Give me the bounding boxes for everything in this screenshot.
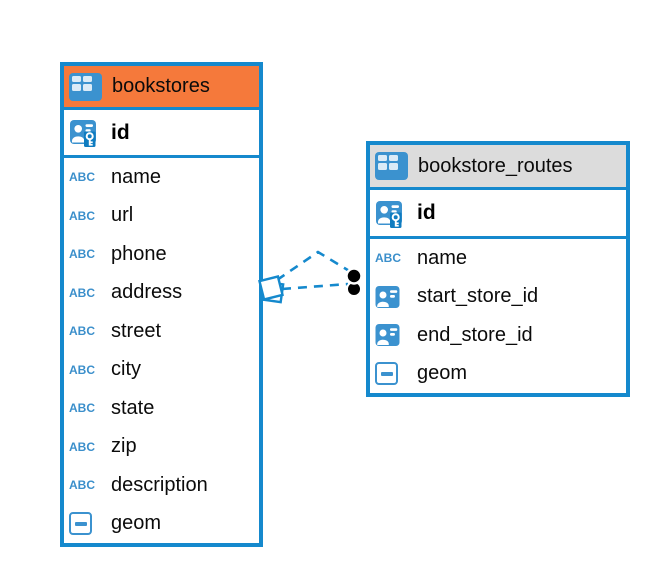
primary-key-icon (375, 199, 409, 228)
column-name: geom (417, 362, 468, 385)
column-name: name (417, 246, 468, 269)
column-name-id: id (417, 201, 436, 224)
table-bookstore-routes[interactable]: bookstore_routes id ABC (366, 141, 630, 397)
table-bookstores[interactable]: bookstores id ABC na (60, 62, 263, 547)
primary-key-icon (69, 118, 103, 147)
geometry-type-icon (69, 512, 103, 536)
text-type-icon: ABC (69, 247, 95, 262)
column-name: description (111, 473, 208, 496)
column-row[interactable]: ABC description (64, 466, 259, 505)
column-row[interactable]: end_store_id (370, 316, 626, 355)
text-type-icon: ABC (69, 170, 95, 185)
text-type-icon: ABC (69, 401, 95, 416)
column-name: name (111, 165, 162, 188)
column-row[interactable]: ABC city (64, 351, 259, 390)
column-name: url (111, 204, 134, 227)
geometry-type-icon (375, 362, 409, 386)
table-title: bookstore_routes (418, 154, 573, 177)
column-name: state (111, 396, 155, 419)
column-row[interactable]: ABC zip (64, 428, 259, 467)
column-name: street (111, 319, 162, 342)
column-row-id[interactable]: id (64, 110, 259, 158)
text-type-icon: ABC (69, 285, 95, 300)
text-type-icon: ABC (69, 439, 95, 454)
table-icon (69, 72, 103, 101)
text-type-icon: ABC (69, 478, 95, 493)
column-row[interactable]: ABC phone (64, 235, 259, 274)
column-name-id: id (111, 120, 130, 144)
column-name: city (111, 358, 141, 381)
text-type-icon: ABC (69, 208, 95, 223)
text-type-icon: ABC (69, 324, 95, 339)
relation-target-dot-anchors[interactable] (345, 267, 363, 297)
table-icon (375, 152, 409, 180)
table-title: bookstores (112, 75, 210, 97)
column-row[interactable]: geom (64, 505, 259, 544)
table-bookstores-header[interactable]: bookstores (64, 66, 259, 110)
column-row[interactable]: ABC street (64, 312, 259, 351)
column-name: zip (111, 435, 137, 458)
column-row[interactable]: ABC state (64, 389, 259, 428)
text-type-icon: ABC (69, 362, 95, 377)
column-row[interactable]: geom (370, 355, 626, 394)
column-name: geom (111, 512, 162, 535)
column-row[interactable]: ABC address (64, 274, 259, 313)
person-ref-icon (375, 285, 409, 309)
column-row[interactable]: ABC name (370, 239, 626, 278)
column-row[interactable]: ABC url (64, 197, 259, 236)
relation-source-diamond-anchor[interactable] (258, 275, 285, 304)
text-type-icon: ABC (375, 251, 401, 266)
column-name: start_store_id (417, 285, 539, 308)
column-name: phone (111, 242, 167, 265)
table-bookstore-routes-header[interactable]: bookstore_routes (370, 145, 626, 190)
relation-line-lower[interactable] (281, 282, 349, 291)
column-name: end_store_id (417, 323, 533, 346)
column-row-id[interactable]: id (370, 190, 626, 239)
column-row[interactable]: ABC name (64, 158, 259, 197)
relation-line-upper[interactable] (276, 250, 352, 282)
person-ref-icon (375, 323, 409, 347)
column-row[interactable]: start_store_id (370, 278, 626, 317)
column-name: address (111, 281, 183, 304)
